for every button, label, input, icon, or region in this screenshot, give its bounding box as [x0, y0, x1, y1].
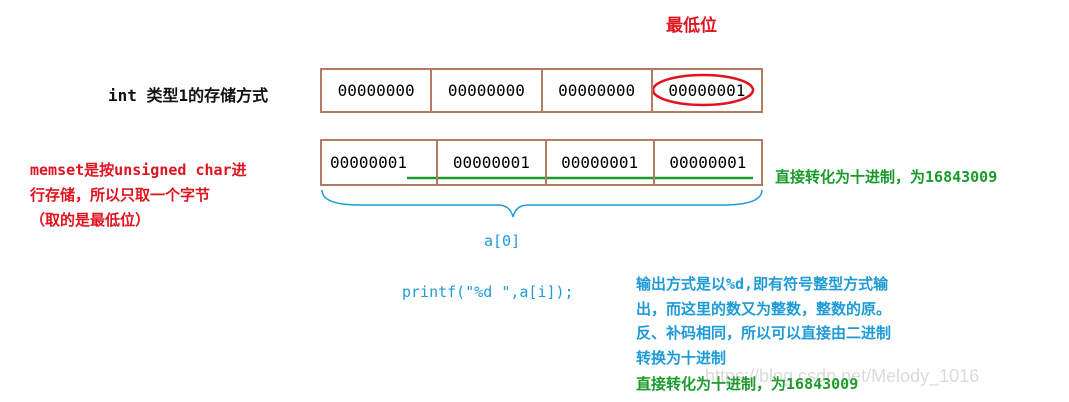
memset-storage-row: 00000001 00000001 00000001 00000001 — [320, 139, 763, 186]
explain-line4: 转换为十进制 — [636, 349, 727, 367]
byte-cell: 00000001 — [438, 141, 547, 184]
byte-cell: 00000001 — [669, 153, 747, 172]
memset-note-line3: （取的是最低位） — [30, 211, 151, 229]
int-storage-row: 00000000 00000000 00000000 00000001 — [320, 68, 763, 113]
brace — [321, 189, 763, 218]
byte-cell: 00000000 — [322, 70, 433, 111]
memset-note-line2: 行存储，所以只取一个字节 — [30, 186, 211, 204]
lowest-bit-label: 最低位 — [666, 16, 717, 36]
explain-line1: 输出方式是以%d,即有符号整型方式输 — [636, 275, 889, 293]
a0-label: a[0] — [484, 232, 521, 250]
byte-cell: 00000001 — [322, 141, 439, 184]
byte-cell: 00000000 — [543, 70, 653, 111]
explain-line2: 出，而这里的数又为整数，整数的原。 — [636, 300, 892, 318]
printf-code: printf("%d ",a[i]); — [402, 283, 574, 301]
int-row-label: int 类型1的存储方式 — [108, 86, 269, 105]
memset-note-line1: memset是按unsigned char进 — [30, 161, 247, 179]
decimal-note-right: 直接转化为十进制，为16843009 — [775, 168, 998, 186]
byte-cell: 00000001 — [547, 141, 655, 184]
byte-cell: 00000000 — [432, 70, 543, 111]
byte-cell: 00000001 — [668, 81, 746, 100]
explain-line3: 反、补码相同，所以可以直接由二进制 — [636, 324, 892, 342]
lowest-byte-highlight — [651, 73, 755, 107]
watermark: https://blog.csdn.net/Melody_1016 — [705, 366, 980, 386]
decimal-note-bottom: 直接转化为十进制，为16843009 — [636, 375, 859, 393]
